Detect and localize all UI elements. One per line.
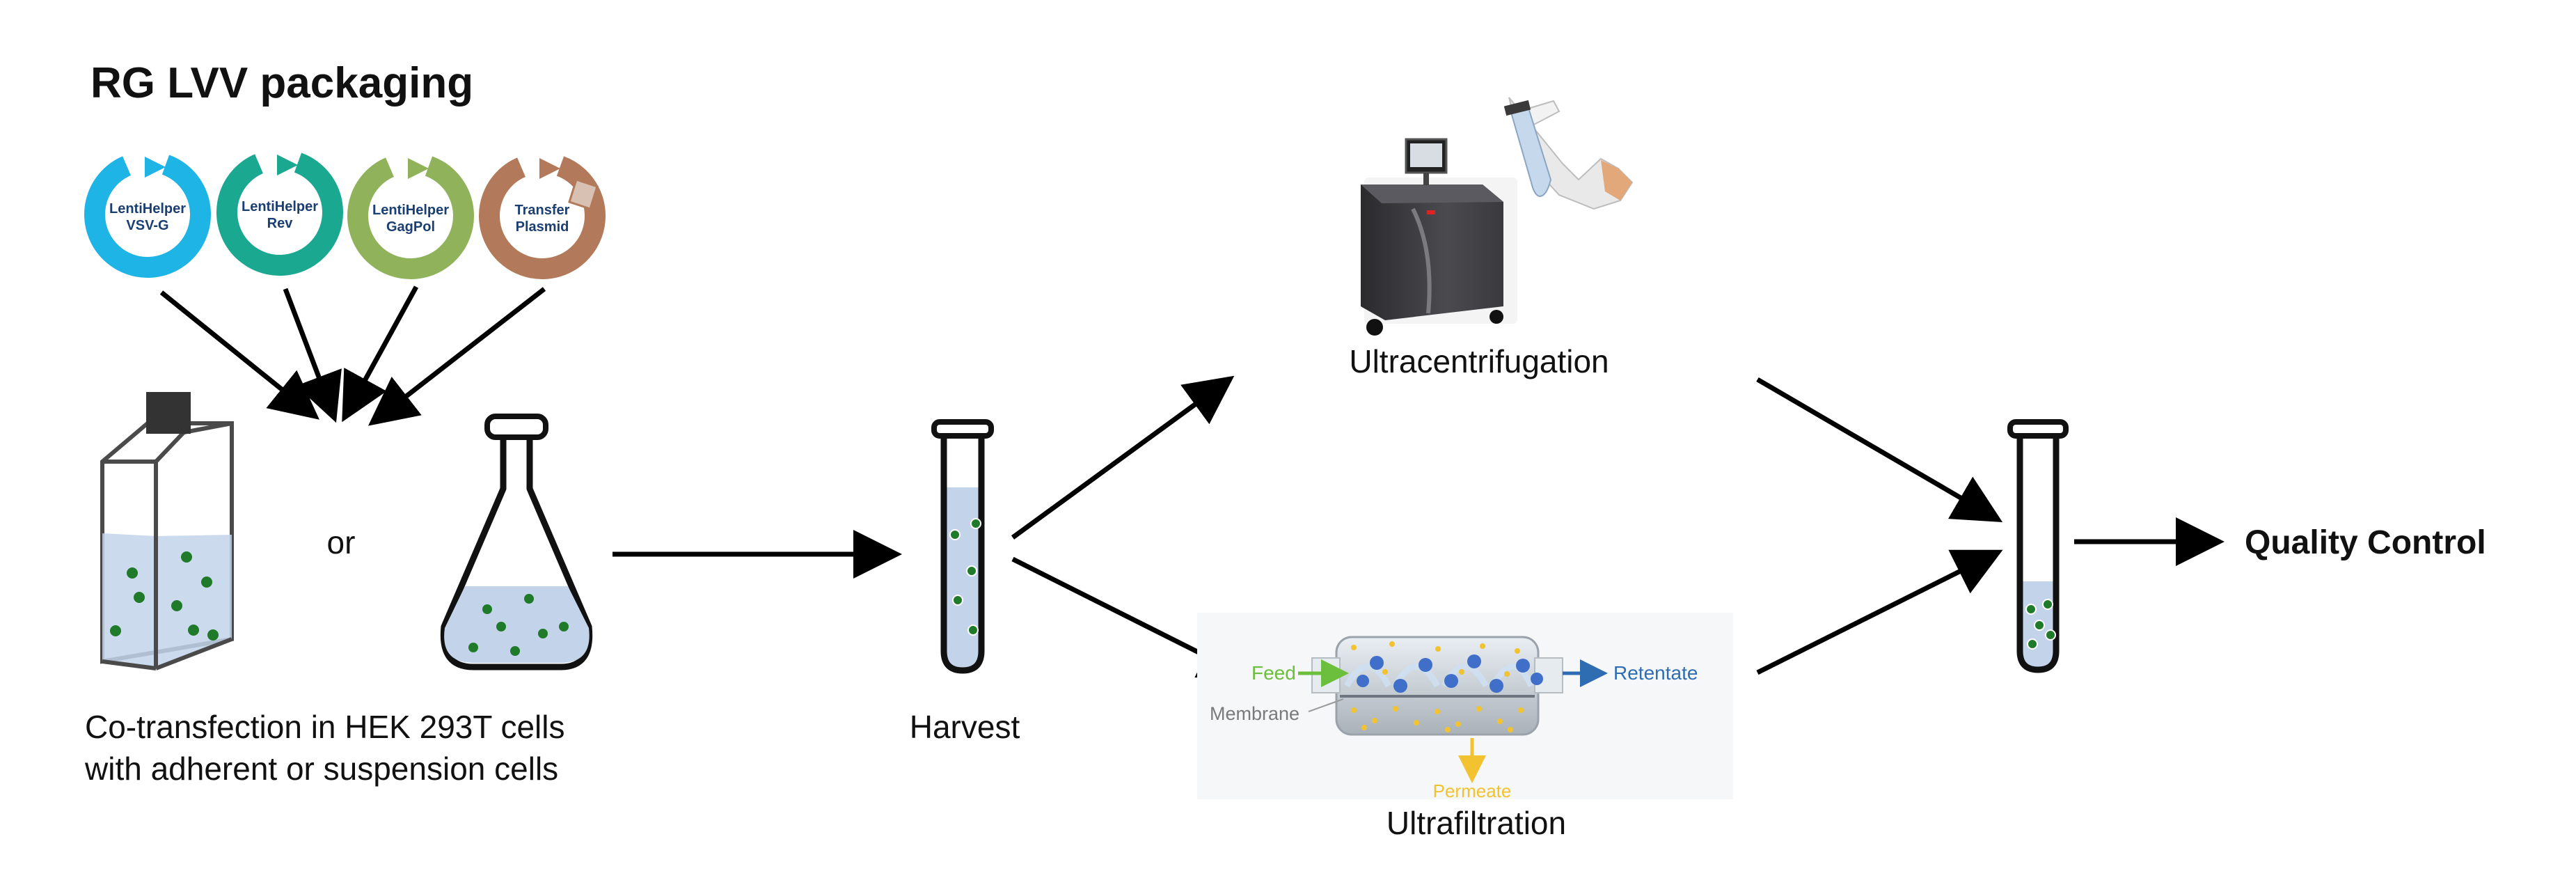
ultrafiltration-panel: Feed Retentate Membrane Permeate — [1197, 613, 1733, 801]
flask-cap — [146, 392, 191, 434]
arrow-transfer — [368, 287, 546, 426]
arrow-vsvg — [159, 290, 319, 420]
plasmid-arrows — [159, 285, 546, 426]
plasmid-vsvg-line2: VSV-G — [126, 218, 168, 233]
plasmid-transfer-line2: Plasmid — [516, 219, 569, 235]
cotransfection-label-line2: with adherent or suspension cells — [84, 751, 558, 787]
permeate-particles — [1351, 641, 1524, 732]
culture-flask — [100, 392, 234, 670]
ultracentrifuge-icon — [1361, 138, 1517, 336]
feed-label: Feed — [1251, 662, 1296, 684]
gloved-hand-icon — [1503, 97, 1634, 210]
plasmid-transfer-line1: Transfer — [515, 203, 570, 218]
erlenmeyer-flask — [440, 414, 593, 670]
harvest-tube — [931, 419, 994, 674]
plasmid-gagpol-line1: LentiHelper — [372, 203, 449, 218]
retained-particles — [1357, 654, 1543, 693]
or-text: or — [327, 524, 356, 560]
ultrafiltration-label: Ultrafiltration — [1386, 805, 1566, 841]
diagram-title: RG LVV packaging — [90, 59, 473, 107]
plasmid-transfer: Transfer Plasmid — [479, 152, 606, 279]
membrane-pointer — [1308, 698, 1344, 712]
permeate-label: Permeate — [1433, 780, 1512, 801]
quality-control-label: Quality Control — [2245, 524, 2486, 561]
plasmid-vsvg-line1: LentiHelper — [109, 201, 186, 217]
arrow-to-ultracentrifugation — [1011, 375, 1235, 540]
plasmid-vsvg: LentiHelper VSV-G — [84, 151, 211, 278]
arrow-rev — [283, 288, 342, 423]
arrow-from-ultrafiltration — [1756, 549, 2003, 675]
ultracentrifugation-label: Ultracentrifugation — [1349, 343, 1609, 379]
membrane-label: Membrane — [1210, 703, 1299, 724]
cotransfection-label-line1: Co-transfection in HEK 293T cells — [85, 709, 564, 745]
plasmid-gagpol: LentiHelper GagPol — [347, 152, 474, 279]
arrow-gagpol — [342, 285, 419, 423]
plasmid-rev-line1: LentiHelper — [242, 199, 318, 214]
plasmid-rev-line2: Rev — [267, 216, 294, 231]
plasmid-rev: LentiHelper Rev — [216, 149, 343, 276]
plasmid-gagpol-line2: GagPol — [386, 219, 435, 235]
purified-tube — [2007, 419, 2069, 673]
retentate-label: Retentate — [1613, 662, 1698, 684]
arrow-from-ultracentrifugation — [1756, 377, 2003, 523]
harvest-label: Harvest — [910, 709, 1020, 745]
